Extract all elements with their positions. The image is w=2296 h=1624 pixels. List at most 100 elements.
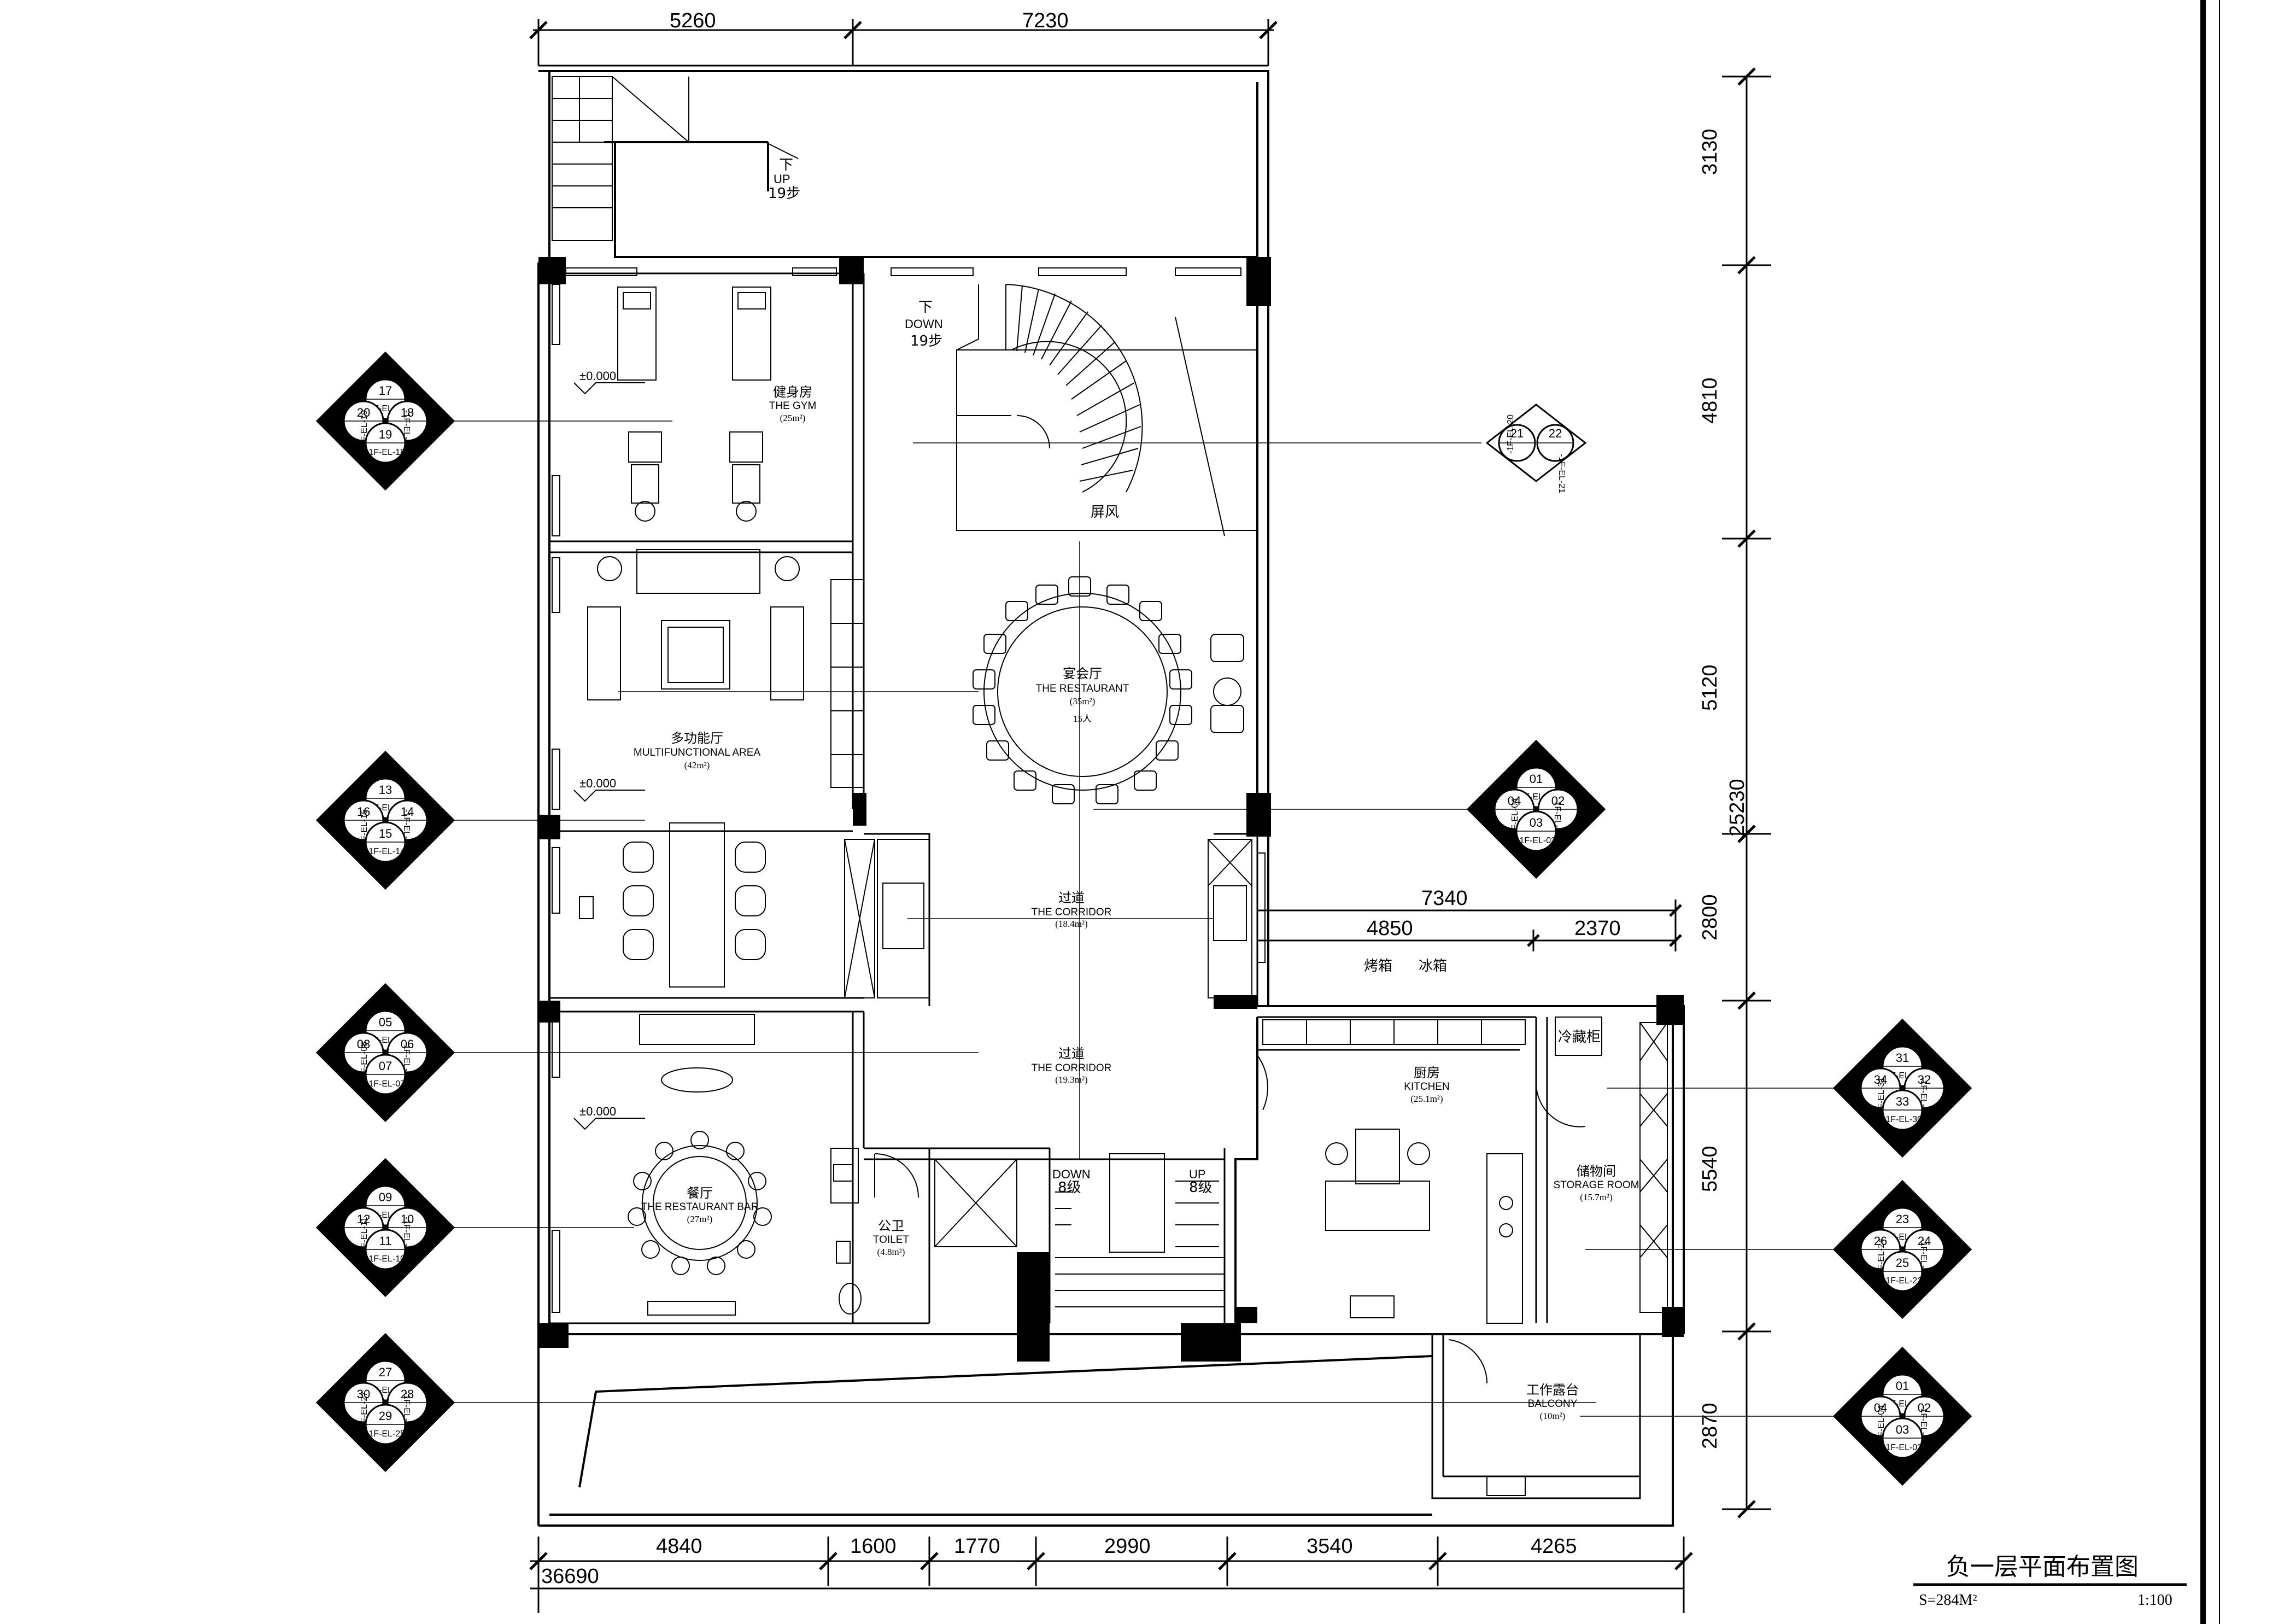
tag-top-num: 27 (379, 1365, 392, 1379)
tag-top-num: 17 (379, 384, 392, 398)
kitchen-dimension-line (1257, 899, 1682, 951)
top-dimension-line (529, 19, 1278, 67)
level-marker-2: ±0.000 (579, 776, 616, 790)
storage-label-cn: 储物间 (1577, 1164, 1616, 1179)
tag-bottom-num: 19 (379, 428, 392, 441)
tag-left-num: 20 (357, 406, 370, 419)
dim-kitchen-1: 4850 (1367, 917, 1413, 940)
balcony-area: (10m²) (1540, 1411, 1566, 1421)
drawing-title-main: 负一层平面布置图 (1946, 1553, 2139, 1581)
main-stair-steps: 19步 (910, 333, 942, 349)
terrace-stair-steps: 19步 (768, 185, 800, 202)
tag-diamond (1832, 1346, 1972, 1486)
dim-bottom-total: 36690 (541, 1565, 599, 1588)
tag-left-num: 30 (357, 1387, 370, 1401)
tag-stair-left-num: 21 (1510, 427, 1524, 440)
leader-lines (448, 420, 1848, 1417)
tag-diamond (315, 1333, 455, 1473)
kitchen-label-en: KITCHEN (1404, 1081, 1449, 1093)
tag-left-num: 16 (357, 805, 370, 819)
terrace-stair-dir: 下 (779, 157, 793, 173)
dim-kitchen-2: 2370 (1574, 917, 1621, 940)
dim-bottom-4: 2990 (1104, 1535, 1151, 1558)
gym-label-en: THE GYM (769, 400, 817, 412)
dim-right-4: 2800 (1698, 894, 1721, 940)
tag-right-num: 14 (401, 805, 414, 819)
tag-left-num: 12 (357, 1212, 370, 1226)
windows (552, 267, 1266, 1313)
tag-bottom-code: -1F-EL-07 (366, 1079, 405, 1089)
dining-furniture (628, 1014, 772, 1316)
corridor1-label-cn: 过道 (1058, 890, 1085, 906)
tag-diamond (315, 983, 455, 1123)
gym-area: (25m²) (780, 413, 806, 423)
tag-top-num: 01 (1530, 772, 1543, 786)
dim-bottom-5: 3540 (1307, 1535, 1353, 1558)
corridor-cabinets (844, 839, 1252, 998)
level-marker-1: ±0.000 (579, 369, 616, 383)
restaurant-area: (35m²) (1070, 696, 1096, 706)
main-stair-dir: 下 (918, 299, 933, 316)
tag-diamond (315, 351, 455, 491)
plan-notes: 下 UP 19步 下 DOWN 19步 屏风 烤箱 冰箱 冷藏柜 DOWN 8级… (579, 157, 1601, 1196)
kitchen-area: (25.1m²) (1410, 1094, 1443, 1104)
restaurant-label-cn: 宴会厅 (1063, 666, 1102, 681)
tag-stair-right-code: -1F-EL-21 (1557, 454, 1566, 493)
tag-right-num: 06 (401, 1037, 414, 1051)
tag-right-num: 02 (1918, 1401, 1931, 1415)
tag-right-num: 24 (1918, 1234, 1931, 1248)
freezer-label: 冷藏柜 (1558, 1029, 1601, 1045)
dim-bottom-2: 1600 (850, 1535, 897, 1558)
terrace-stair (552, 76, 799, 241)
tag-top-num: 13 (379, 783, 392, 797)
corridor1-label-en: THE CORRIDOR (1032, 907, 1112, 918)
drawing-area: S=284M² (1919, 1592, 1977, 1609)
storage-area: (15.7m²) (1580, 1192, 1612, 1202)
main-stair-down: DOWN (905, 317, 943, 331)
dimension-labels: 5260 7230 3130 4810 5120 2800 5540 2870 … (541, 9, 1749, 1588)
tag-bottom-num: 33 (1896, 1095, 1909, 1108)
dim-bottom-3: 1770 (954, 1535, 1000, 1558)
tag-right-num: 28 (401, 1387, 414, 1401)
tag-right-num: 18 (401, 406, 414, 419)
right-dimension-line (1722, 67, 1771, 1518)
dim-right-total: 25230 (1726, 779, 1749, 837)
internal-walls (549, 272, 1641, 1499)
tag-bottom-code: -1F-EL-22 (1883, 1276, 1922, 1286)
multi-furniture (579, 549, 804, 988)
balcony-label-en: BALCONY (1528, 1398, 1578, 1410)
dim-right-5: 5540 (1698, 1146, 1721, 1192)
tag-bottom-code: -1F-EL-18 (366, 448, 405, 457)
tag-bottom-code: -1F-EL-14 (366, 847, 405, 856)
tag-bottom-num: 07 (379, 1059, 392, 1073)
restaurant-seats: 15人 (1073, 714, 1092, 724)
tag-stair: 21 -1F-EL-20 22 -1F-EL-21 (1485, 404, 1587, 493)
main-spiral-stair (956, 284, 1258, 536)
tag-bottom-code: -1F-EL-30 (1883, 1115, 1922, 1124)
dining-label-en: THE RESTAURANT BAR (641, 1201, 759, 1213)
tag-right-num: 02 (1551, 794, 1565, 808)
dim-bottom-6: 4265 (1531, 1535, 1577, 1558)
tag-right-num: 10 (401, 1212, 414, 1226)
tag-bottom-code: -1F-EL-03 (1883, 1443, 1922, 1452)
toilet-label-en: TOILET (873, 1234, 910, 1246)
columns (538, 257, 1684, 1362)
tag-left-num: 34 (1874, 1073, 1887, 1086)
tag-right-num: 32 (1918, 1073, 1931, 1086)
core-stair-down-steps: 8级 (1058, 1179, 1081, 1196)
bottom-dimension-line (529, 1537, 1693, 1613)
corridor2-label-en: THE CORRIDOR (1032, 1062, 1112, 1074)
tag-bottom-num: 15 (379, 827, 392, 840)
dim-right-2: 4810 (1698, 377, 1721, 424)
level-marker-3: ±0.000 (579, 1105, 616, 1118)
tag-bottom-num: 11 (379, 1234, 392, 1248)
